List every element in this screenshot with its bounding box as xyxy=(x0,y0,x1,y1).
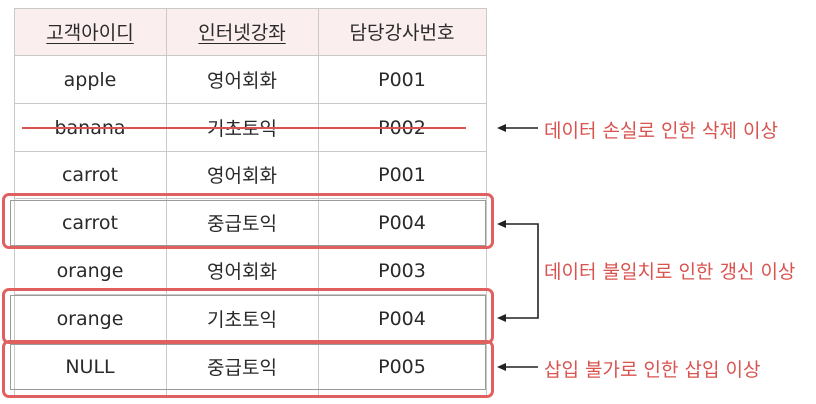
cell-customer-id: carrot xyxy=(61,211,119,234)
delete-strike-line xyxy=(22,127,466,129)
grid-line xyxy=(14,294,486,295)
grid-line xyxy=(486,8,487,398)
update-bracket xyxy=(502,223,539,319)
table-row: orange 영어회화 P003 xyxy=(14,247,486,294)
delete-arrow-head xyxy=(497,124,506,132)
table-row: orange 기초토익 P004 xyxy=(14,295,486,342)
cell-customer-id: orange xyxy=(56,259,124,282)
cell-customer-id: orange xyxy=(56,307,124,330)
grid-line xyxy=(166,8,167,398)
grid-line xyxy=(14,55,486,56)
header-instructor-no-label: 담당강사번호 xyxy=(349,22,455,44)
cell-instructor-no: P004 xyxy=(378,211,426,234)
table-row: carrot 중급토익 P004 xyxy=(14,199,486,246)
cell-instructor-no: P004 xyxy=(378,307,426,330)
cell-course: 영어회화 xyxy=(207,165,277,187)
cell-course: 영어회화 xyxy=(207,70,277,92)
cell-course: 중급토익 xyxy=(207,357,277,379)
header-course: 인터넷강좌 xyxy=(166,8,318,55)
cell-instructor-no: P005 xyxy=(378,355,426,378)
cell-course: 영어회화 xyxy=(207,261,277,283)
cell-customer-id: NULL xyxy=(65,355,115,378)
header-course-label: 인터넷강좌 xyxy=(198,22,286,44)
row-inner-box xyxy=(10,200,486,246)
row-inner-box xyxy=(10,344,486,390)
header-customer-id-label: 고객아이디 xyxy=(46,22,134,44)
grid-line xyxy=(14,151,486,152)
highlight-box-insert xyxy=(2,340,494,398)
cell-instructor-no: P001 xyxy=(378,163,426,186)
insert-anomaly-label: 삽입 불가로 인한 삽입 이상 xyxy=(544,359,761,381)
highlight-box-update-1 xyxy=(2,193,494,249)
grid-line xyxy=(14,198,486,199)
cell-customer-id: apple xyxy=(63,68,117,91)
table-row: apple 영어회화 P001 xyxy=(14,56,486,103)
header-instructor-no: 담당강사번호 xyxy=(318,8,486,55)
table-header-row: 고객아이디 인터넷강좌 담당강사번호 xyxy=(14,8,486,55)
insert-arrow-head xyxy=(497,363,506,371)
cell-instructor-no: P001 xyxy=(378,68,426,91)
grid-line xyxy=(318,8,319,398)
cell-course: 기초토익 xyxy=(207,309,277,331)
cell-course: 중급토익 xyxy=(207,213,277,235)
grid-line xyxy=(14,103,486,104)
table-row: NULL 중급토익 P005 xyxy=(14,343,486,390)
cell-course: 기초토익 xyxy=(207,118,277,140)
update-arrow-head-bottom xyxy=(497,314,506,322)
cell-instructor-no: P003 xyxy=(378,259,426,282)
update-anomaly-label: 데이터 불일치로 인한 갱신 이상 xyxy=(544,261,796,283)
table-row: carrot 영어회화 P001 xyxy=(14,151,486,198)
grid-line xyxy=(14,8,486,9)
header-customer-id: 고객아이디 xyxy=(14,8,166,55)
update-arrow-head-top xyxy=(497,220,506,228)
grid-line xyxy=(14,8,15,398)
cell-customer-id: carrot xyxy=(61,163,119,186)
delete-anomaly-label: 데이터 손실로 인한 삭제 이상 xyxy=(544,120,778,142)
